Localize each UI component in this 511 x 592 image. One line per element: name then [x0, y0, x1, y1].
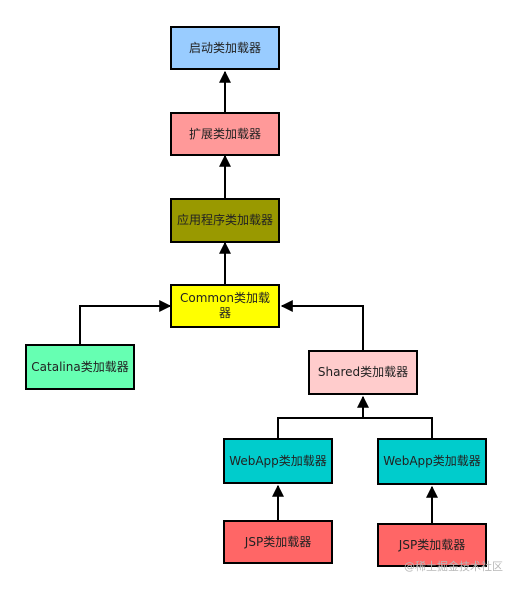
watermark: @稀土掘金技术社区	[404, 560, 503, 573]
node-application: 应用程序类加载器	[170, 198, 280, 243]
node-shared: Shared类加载器	[308, 350, 418, 395]
node-jsp-right-label: JSP类加载器	[398, 537, 466, 552]
node-application-label: 应用程序类加载器	[176, 213, 273, 227]
node-webapp-left-label: WebApp类加载器	[229, 453, 327, 468]
node-extension: 扩展类加载器	[170, 112, 280, 156]
node-extension-label: 扩展类加载器	[188, 126, 261, 141]
node-bootstrap: 启动类加载器	[170, 26, 280, 70]
node-common: Common类加载器	[170, 284, 280, 328]
node-catalina: Catalina类加载器	[25, 344, 135, 390]
node-webapp-left: WebApp类加载器	[223, 438, 333, 484]
node-bootstrap-label: 启动类加载器	[188, 40, 261, 55]
node-common-label: Common类加载器	[179, 291, 271, 320]
edge-webapp-left-to-shared	[277, 417, 363, 438]
node-webapp-right: WebApp类加载器	[377, 438, 487, 485]
edge-shared-to-common	[280, 300, 364, 350]
node-jsp-left-label: JSP类加载器	[244, 534, 312, 549]
node-catalina-label: Catalina类加载器	[31, 359, 129, 374]
edge-catalina-to-common	[79, 300, 172, 344]
node-shared-label: Shared类加载器	[317, 365, 409, 379]
edge-webapp-right-to-shared	[357, 395, 433, 438]
node-jsp-left: JSP类加载器	[223, 520, 333, 564]
node-jsp-right: JSP类加载器	[377, 523, 487, 567]
node-webapp-right-label: WebApp类加载器	[383, 454, 481, 468]
